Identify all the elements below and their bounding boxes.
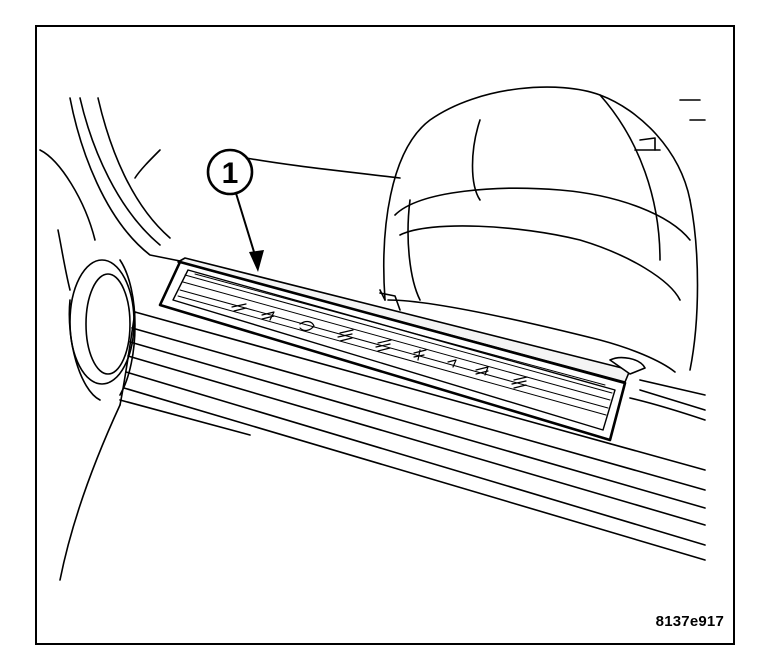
callout-circle [206, 148, 254, 196]
callout-arrowhead [249, 250, 264, 272]
door-frame-edge [39, 97, 186, 291]
figure-id: 8137e917 [655, 613, 724, 630]
front-seat [383, 86, 706, 373]
sill-plate-emblem [231, 303, 528, 389]
door-sill-scuff-plate [158, 257, 646, 442]
callout-number: 1 [222, 157, 239, 190]
rocker-panel-lines [59, 311, 706, 581]
